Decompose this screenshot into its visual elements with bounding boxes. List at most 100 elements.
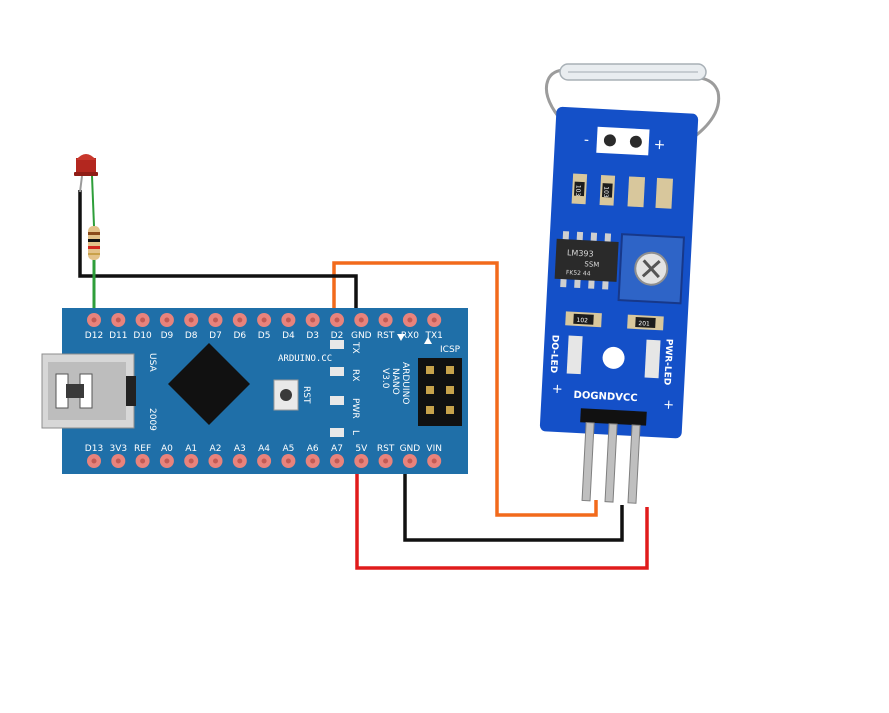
bottom-pin-pad-vin-hole (431, 458, 437, 464)
bottom-pin-label-d13: D13 (85, 444, 103, 454)
top-pin-pad-gnd-hole (358, 317, 364, 323)
reset-button-label: RST (301, 386, 311, 404)
signal-wire-d2-to-do (332, 261, 598, 517)
board-name-line-1: ARDUINO (400, 362, 410, 404)
chip-label-line-3: FK52 44 (566, 269, 591, 277)
sensor-pins-label: DOGNDVCC (573, 390, 638, 404)
l-led-icon (330, 428, 344, 437)
bottom-pin-pad-5v-hole (358, 458, 364, 464)
status-led-label-tx: TX (350, 341, 360, 354)
potentiometer-icon[interactable] (617, 233, 686, 305)
top-pin-label-d10: D10 (133, 331, 152, 341)
top-pin-label-gnd: GND (351, 331, 372, 341)
bottom-pin-pad-a0-hole (164, 458, 170, 464)
terminal-minus-label: - (583, 132, 589, 148)
power-wire-5v-to-vcc (355, 470, 649, 570)
plus-right-label: + (663, 398, 675, 414)
rx-led-icon (330, 367, 344, 376)
bottom-pin-pad-a5-hole (285, 458, 291, 464)
top-pin-label-rx0: RX0 (401, 331, 419, 341)
bottom-pin-pad-a6-hole (310, 458, 316, 464)
top-pin-label-d12: D12 (85, 331, 103, 341)
lm393-chip (554, 231, 619, 290)
status-led-label-l: L (350, 430, 360, 435)
top-pin-pad-d12-hole (91, 317, 97, 323)
ground-wire-sensor (403, 470, 624, 542)
top-pin-label-d3: D3 (306, 331, 319, 341)
pwr-led-label: PWR-LED (661, 338, 673, 385)
reed-sensor-module: - + 103 103 (539, 63, 721, 504)
bottom-pin-pad-a3-hole (237, 458, 243, 464)
bottom-pin-label-rst: RST (377, 444, 395, 454)
board-name-line-3: V3.0 (380, 368, 390, 389)
pwr-led-icon (330, 396, 344, 405)
top-pin-pad-d9-hole (164, 317, 170, 323)
top-pin-pad-rx0-hole (407, 317, 413, 323)
bottom-pin-pad-a4-hole (261, 458, 267, 464)
top-pin-label-d9: D9 (161, 331, 174, 341)
top-pin-pad-d11-hole (115, 317, 121, 323)
bottom-pin-label-a0: A0 (161, 444, 173, 454)
terminal-plus-label: + (653, 137, 666, 154)
tx-led-icon (330, 340, 344, 349)
icsp-header (418, 358, 462, 426)
bottom-pin-pad-d13-hole (91, 458, 97, 464)
icsp-label: ICSP (440, 345, 461, 355)
mounting-hole (602, 346, 625, 369)
bottom-pin-header (87, 454, 442, 468)
top-pin-pad-d8-hole (188, 317, 194, 323)
bottom-pin-label-ref: REF (134, 444, 151, 454)
bottom-pin-label-vin: VIN (426, 444, 442, 454)
reset-button[interactable] (273, 379, 299, 411)
status-led-label-pwr: PWR (350, 398, 360, 419)
bottom-pin-label-gnd: GND (400, 444, 421, 454)
bottom-pin-label-a2: A2 (210, 444, 222, 454)
brand-label: ARDUINO.CC (278, 354, 332, 364)
smd-resistors (571, 173, 674, 209)
bottom-pin-label-a3: A3 (234, 444, 246, 454)
ground-wire-led (78, 190, 358, 318)
top-pin-label-rst: RST (377, 331, 395, 341)
bottom-pin-label-a5: A5 (282, 444, 294, 454)
resistor-label-3: 102 (576, 317, 588, 325)
top-pin-pad-d10-hole (140, 317, 146, 323)
bottom-pin-pad-ref-hole (140, 458, 146, 464)
usa-label: USA (147, 353, 157, 372)
resistor-label-1: 103 (574, 185, 582, 197)
top-pin-pad-d5-hole (261, 317, 267, 323)
bottom-pin-pad-3v3-hole (115, 458, 121, 464)
do-led-label: DO-LED (548, 335, 560, 374)
bottom-pin-label-a6: A6 (307, 444, 319, 454)
top-pin-label-d6: D6 (233, 331, 246, 341)
board-name-line-2: NANO (390, 368, 400, 395)
top-pin-pad-d3-hole (310, 317, 316, 323)
resistor-label-2: 103 (602, 186, 610, 198)
bottom-pin-pad-a2-hole (213, 458, 218, 464)
board-name: ARDUINO NANO V3.0 (380, 362, 410, 404)
plus-left-label: + (551, 382, 563, 398)
resistor-icon (88, 226, 100, 260)
bottom-pin-pad-a1-hole (188, 458, 194, 464)
pwr-led-icon-sensor (644, 339, 661, 379)
status-led-label-rx: RX (350, 369, 360, 381)
year-label: 2009 (147, 408, 157, 431)
bottom-pin-pad-gnd-hole (407, 458, 413, 464)
sensor-pin-header (580, 408, 647, 504)
bottom-pin-label-5v: 5V (355, 444, 368, 454)
triangle-marker-icon (397, 334, 405, 341)
red-led-icon (74, 154, 98, 176)
bottom-pin-label-3v3: 3V3 (109, 444, 127, 454)
led-assembly (74, 154, 100, 260)
top-pin-pad-d2-hole (334, 317, 340, 323)
top-pin-header (87, 313, 442, 327)
chip-label-line-2: SSM (584, 260, 599, 269)
status-led-labels: TX RX PWR L (350, 341, 360, 435)
icsp-marker-icon (424, 337, 432, 344)
bottom-pin-label-a1: A1 (185, 444, 197, 454)
status-leds (330, 340, 344, 437)
top-pin-label-d5: D5 (258, 331, 271, 341)
mini-usb-connector (41, 353, 136, 429)
bottom-pin-label-a7: A7 (331, 444, 343, 454)
